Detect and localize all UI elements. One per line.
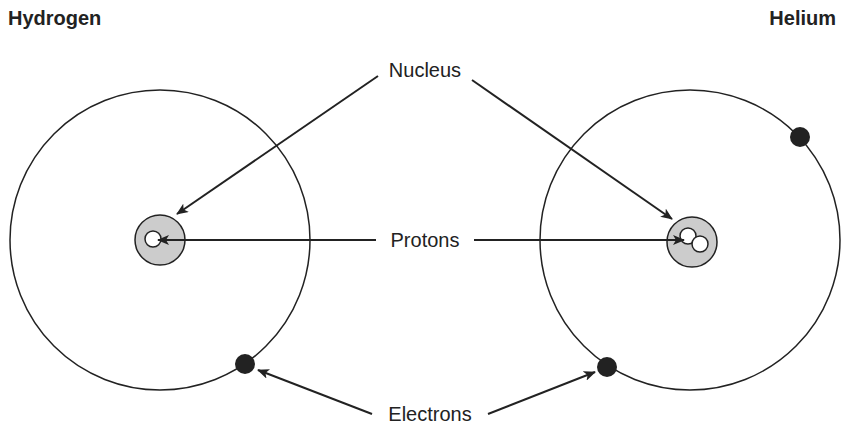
leader-lines xyxy=(158,76,684,414)
leader-line xyxy=(177,76,378,214)
part-label: Protons xyxy=(391,228,460,252)
part-label: Electrons xyxy=(388,402,471,426)
proton xyxy=(692,236,708,252)
electron xyxy=(235,354,255,374)
leader-line xyxy=(472,80,672,219)
leader-line xyxy=(158,239,376,241)
atom-name: Hydrogen xyxy=(8,6,101,30)
leader-line xyxy=(258,370,372,414)
leader-line xyxy=(474,239,684,241)
nucleus xyxy=(667,217,717,267)
part-label: Nucleus xyxy=(389,58,461,82)
electron xyxy=(790,127,810,147)
electron xyxy=(597,357,617,377)
leader-line xyxy=(488,372,595,414)
atom-name: Helium xyxy=(769,6,836,30)
